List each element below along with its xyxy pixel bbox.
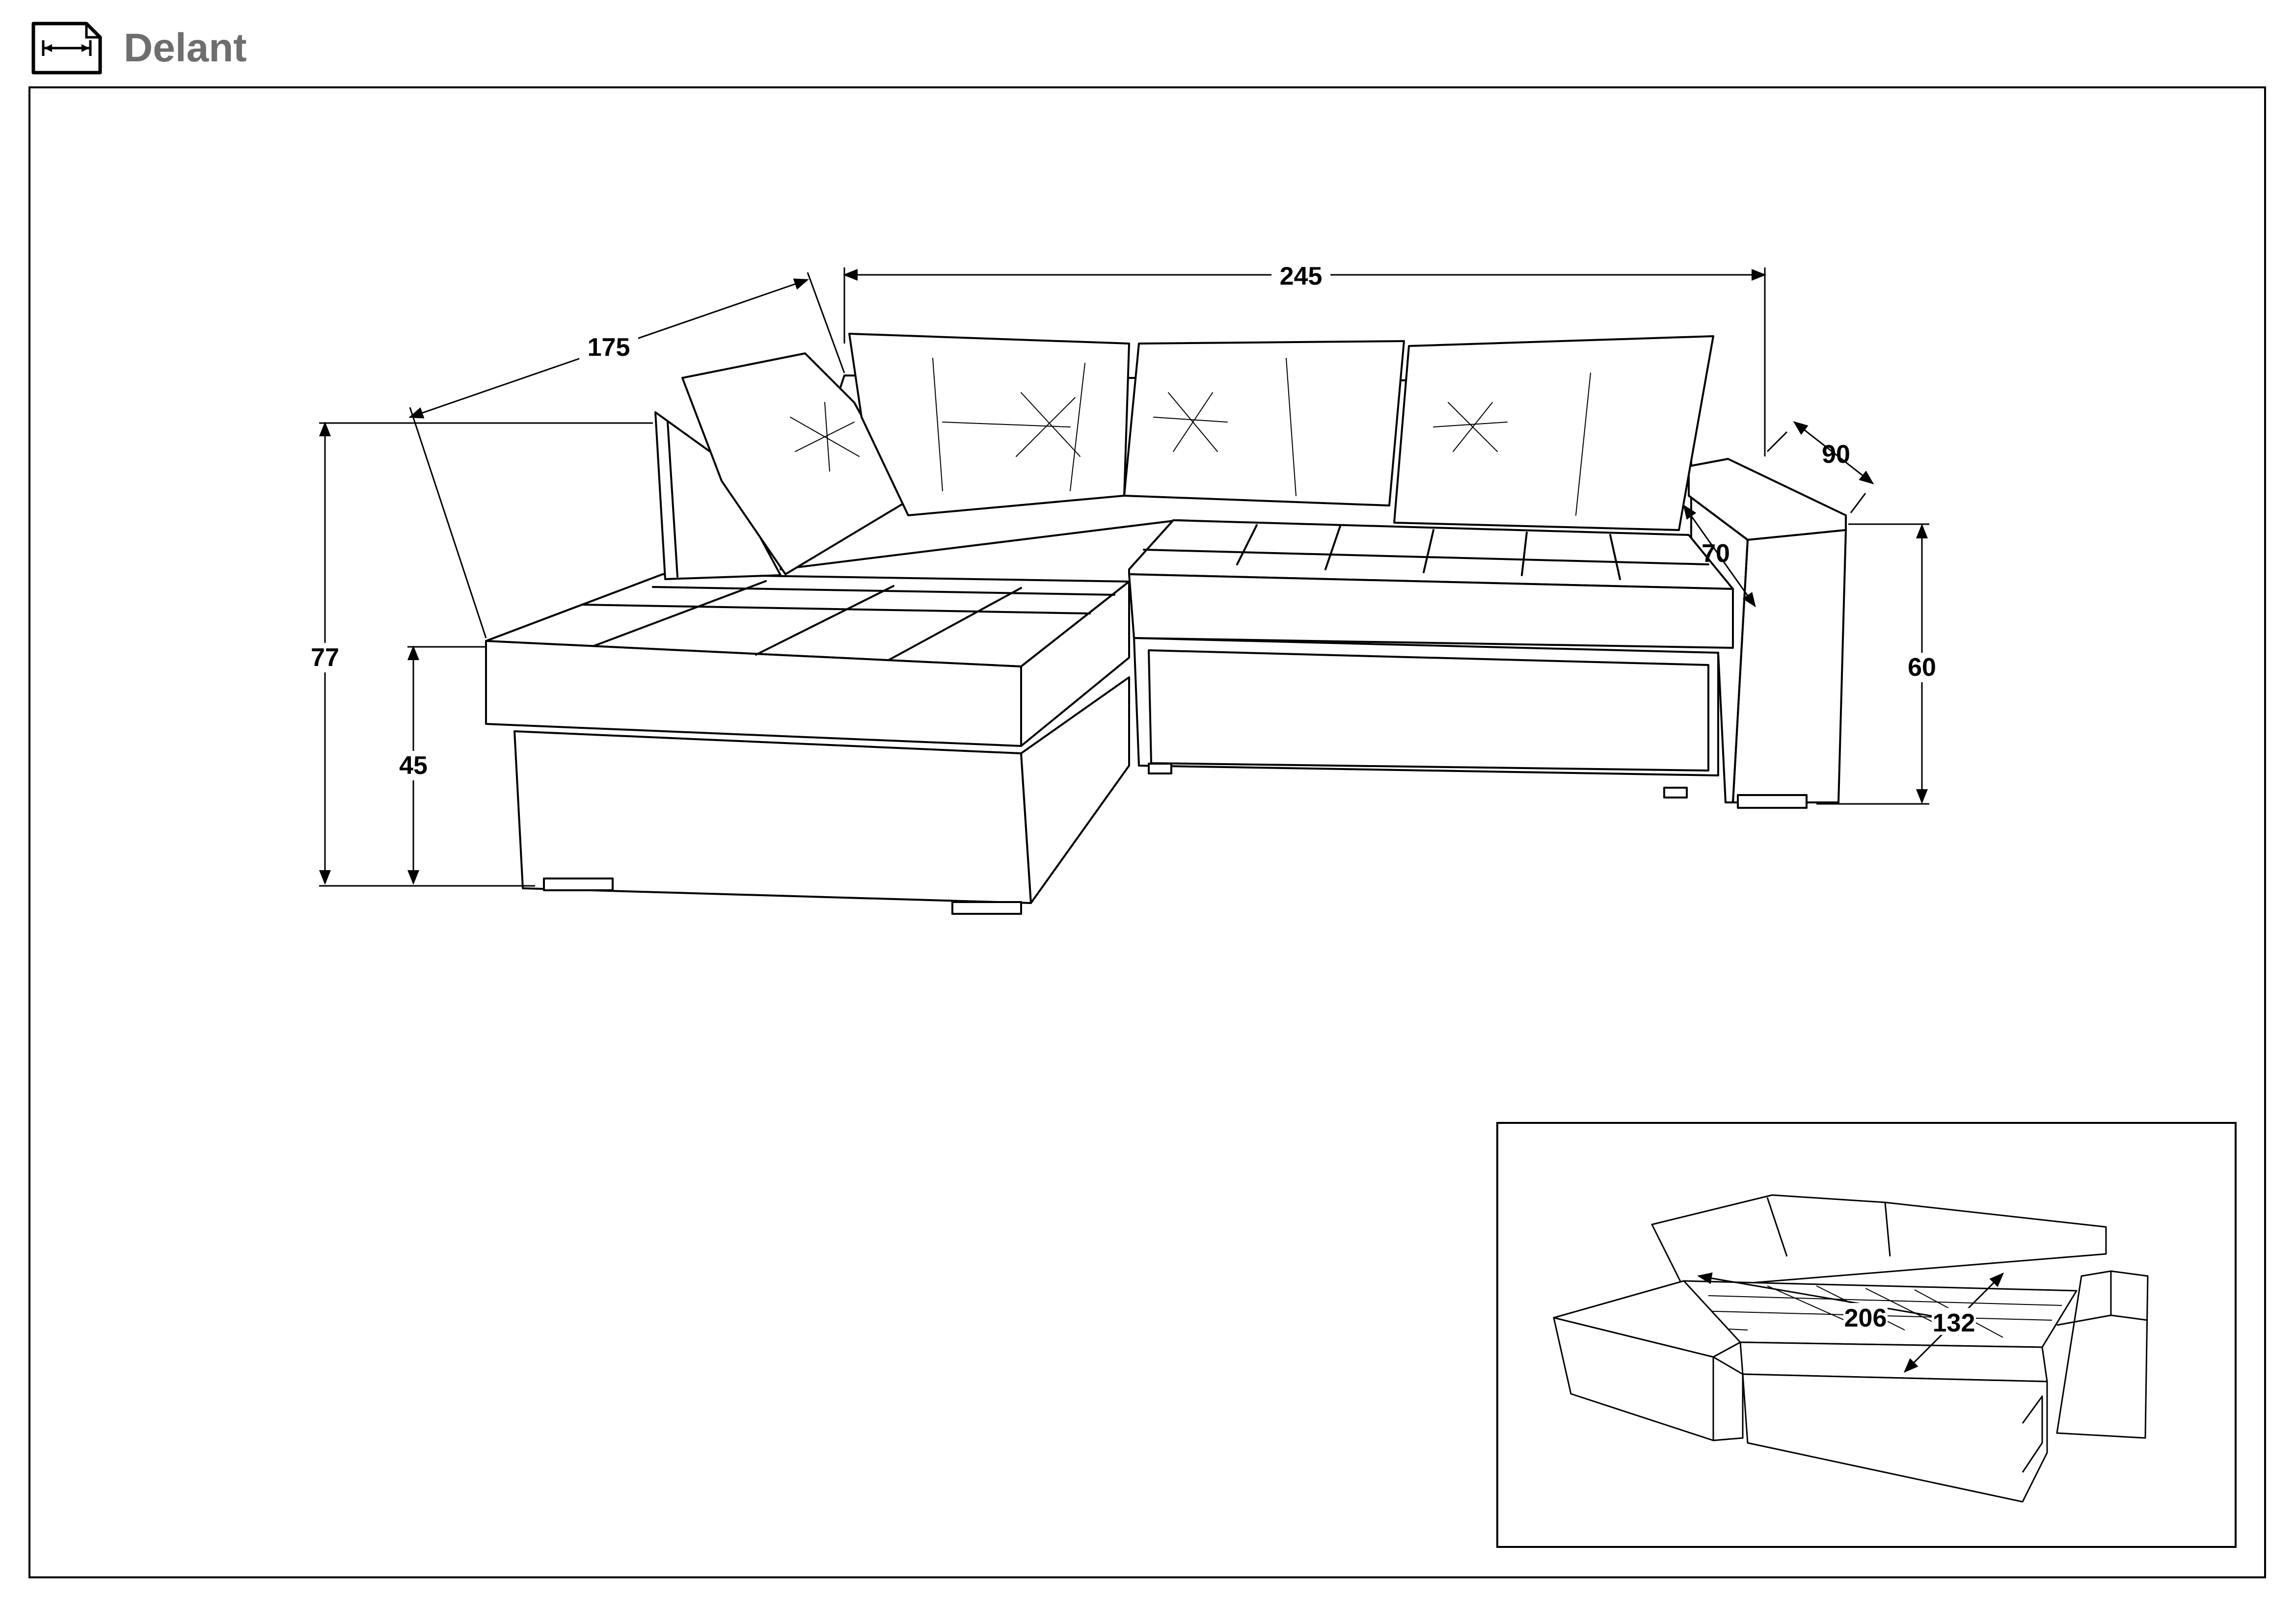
dim-245: 245: [1280, 262, 1323, 291]
dim-175: 175: [588, 333, 630, 362]
drawing-frame: [28, 86, 2266, 1578]
chaise-section: [485, 411, 1130, 915]
header: Delant: [28, 19, 247, 78]
pillow-1: [848, 333, 1130, 516]
dimensions-icon: [31, 22, 102, 75]
dim-132: 132: [1933, 1309, 1975, 1337]
product-title: Delant: [124, 26, 247, 70]
pillow-2: [1123, 340, 1405, 506]
dim-45: 45: [399, 751, 428, 780]
dim-77: 77: [311, 643, 339, 672]
pillows: [681, 333, 1714, 575]
bed-dimension-labels: 206 132: [1843, 1303, 1976, 1337]
pillow-3: [1393, 335, 1714, 531]
dimension-labels: 245 175 77 45 60 90 70: [304, 260, 1943, 780]
dim-206: 206: [1844, 1304, 1887, 1332]
corner-sofa: [485, 333, 1847, 915]
dim-60: 60: [1908, 653, 1936, 682]
dim-70: 70: [1702, 539, 1730, 568]
dim-90: 90: [1822, 440, 1850, 469]
